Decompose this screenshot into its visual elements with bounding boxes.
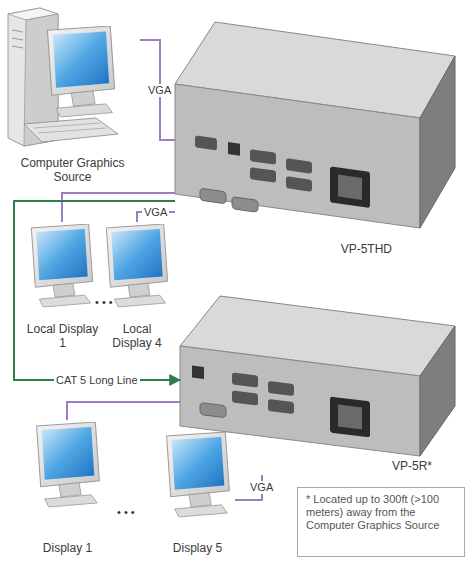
- display-box: Display 5: [160, 430, 235, 555]
- transmitter-box: VP-5THD: [175, 15, 460, 258]
- node-label: Local Display 4: [102, 322, 172, 350]
- cable-label: VGA: [248, 481, 275, 494]
- node-label: Display 1: [43, 541, 92, 555]
- display-box: Display 1: [30, 420, 105, 555]
- cable-label: VGA: [142, 206, 169, 219]
- receiver-box: VP-5R*: [180, 290, 460, 475]
- cable-label: VGA: [146, 84, 173, 97]
- cable-line: [62, 193, 175, 222]
- cable-label: CAT 5 Long Line: [54, 374, 140, 387]
- computer-source: Computer Graphics Source: [5, 4, 140, 184]
- cable-line: [140, 40, 175, 140]
- display-box: Local Display 1: [25, 222, 100, 350]
- transmitter-illustration: [175, 22, 455, 228]
- cable-line: [67, 402, 180, 420]
- display-illustrations: [31, 224, 229, 517]
- node-label: Display 5: [173, 541, 222, 555]
- ellipsis-mark: • • •: [117, 506, 135, 518]
- cable-line: [14, 201, 180, 380]
- note-box: * Located up to 300ft (>100 meters) away…: [297, 487, 465, 557]
- note-text: * Located up to 300ft (>100 meters) away…: [306, 493, 456, 532]
- computer-illustration: [8, 8, 118, 146]
- display-box: Local Display 4: [102, 222, 172, 350]
- node-label: VP-5THD: [341, 242, 392, 256]
- node-label: Computer Graphics Source: [5, 156, 140, 184]
- node-label: VP-5R*: [392, 459, 432, 473]
- ellipsis-mark: • • •: [95, 296, 113, 308]
- node-label: Local Display 1: [25, 322, 100, 350]
